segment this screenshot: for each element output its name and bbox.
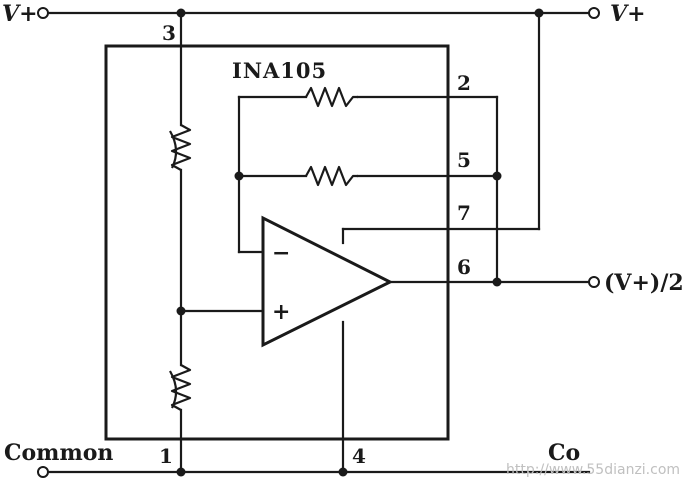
vplus-left-terminal xyxy=(37,7,49,19)
pin-3-label: 3 xyxy=(162,21,176,45)
pin-1-label: 1 xyxy=(159,444,173,468)
pin-2-label: 2 xyxy=(457,71,471,95)
pin-5-label: 5 xyxy=(457,148,471,172)
pin-4-label: 4 xyxy=(352,444,366,468)
lower-divider-resistor xyxy=(170,364,192,411)
vplus-left-label: V+ xyxy=(2,1,38,27)
pin2-resistor xyxy=(305,86,358,108)
vplus-right-terminal xyxy=(588,7,600,19)
opamp-inverting-sign: − xyxy=(272,240,290,266)
output-label: (V+)/2 xyxy=(604,270,684,296)
common-left-label: Common xyxy=(4,440,113,466)
junction-common-pin1 xyxy=(176,467,186,477)
pin5-resistor xyxy=(305,165,358,187)
common-right-label: Co xyxy=(548,440,580,466)
upper-divider-arrow xyxy=(169,130,178,169)
chip-label: INA105 xyxy=(232,58,327,83)
junction-inv-node xyxy=(234,171,244,181)
upper-divider-resistor xyxy=(170,124,192,171)
pin-6-label: 6 xyxy=(457,255,471,279)
ina105-package xyxy=(104,44,450,441)
opamp-triangle xyxy=(261,215,394,348)
pin-7-label: 7 xyxy=(457,201,471,225)
output-terminal xyxy=(588,276,600,288)
common-left-terminal xyxy=(37,466,49,478)
lower-divider-arrow xyxy=(169,370,178,409)
watermark: http://www.55dianzi.com xyxy=(506,462,680,478)
junction-common-pin4 xyxy=(338,467,348,477)
junction-pin5 xyxy=(492,171,502,181)
junction-output xyxy=(492,277,502,287)
vplus-right-label: V+ xyxy=(610,1,646,27)
opamp-noninverting-sign: + xyxy=(272,299,290,325)
